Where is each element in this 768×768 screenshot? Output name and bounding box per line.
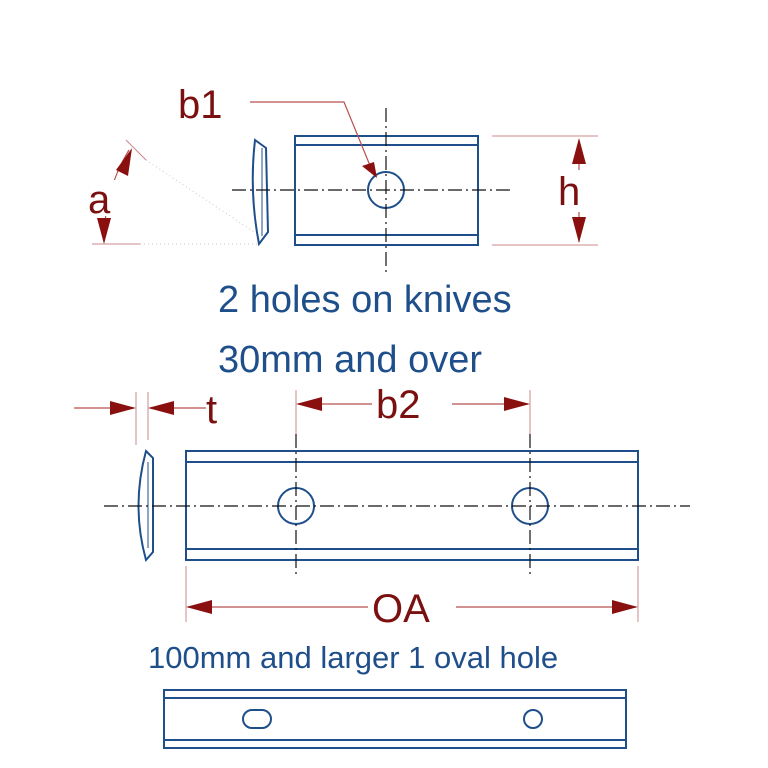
short-knife-view: b1 h a (86, 83, 598, 275)
a-label-backdrop (86, 180, 116, 216)
t-arrow-right (148, 401, 174, 415)
b1-leader-line (250, 101, 372, 169)
h-arrow-bottom (572, 217, 586, 243)
a-extension-upper (125, 139, 147, 161)
b2-arrow-right (504, 397, 530, 411)
a-arrow-top (116, 148, 132, 176)
note-oval-hole: 100mm and larger 1 oval hole (148, 640, 558, 675)
b1-label: b1 (178, 83, 223, 127)
note-two-holes-line1: 2 holes on knives (218, 279, 512, 321)
oa-label: OA (372, 587, 430, 631)
h-label: h (558, 170, 580, 214)
long-knife-view: t b2 OA (74, 383, 690, 631)
oval-knife-oval-hole (242, 709, 272, 729)
t-label: t (206, 388, 217, 432)
t-arrow-left (110, 401, 136, 415)
oval-knife-body (163, 689, 627, 749)
a-label: a (88, 178, 111, 222)
b1-leader-arrowhead (362, 162, 377, 178)
long-knife-side-profile (137, 449, 154, 563)
h-label-backdrop (558, 170, 590, 212)
b2-arrow-left (296, 397, 322, 411)
oval-hole-knife-view (163, 689, 627, 749)
a-faint-projection-upper (145, 159, 255, 233)
b2-label: b2 (376, 383, 421, 427)
note-two-holes-line2: 30mm and over (218, 339, 482, 381)
h-arrow-top (572, 138, 586, 164)
oa-arrow-left (186, 600, 212, 614)
oval-knife-round-hole (523, 709, 543, 729)
short-knife-side-profile (251, 138, 270, 247)
oa-arrow-right (612, 600, 638, 614)
a-arrow-bottom (97, 218, 111, 244)
